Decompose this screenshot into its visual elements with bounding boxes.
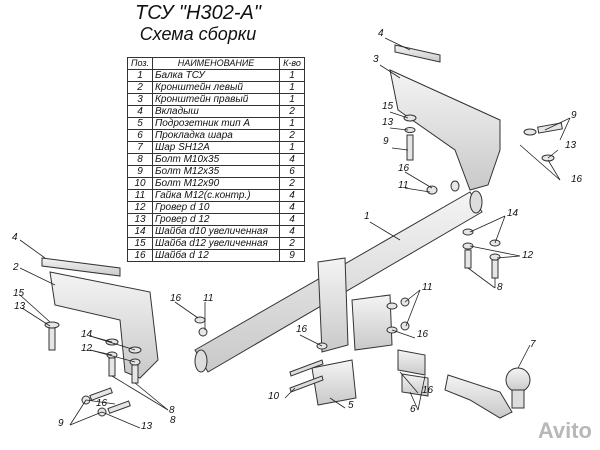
callout-label: 16 [296, 324, 308, 335]
callout-label: 9 [383, 136, 389, 147]
diagram-subtitle: Схема сборки [139, 24, 257, 44]
callout-label: 16 [398, 163, 410, 174]
callout-label: 1 [364, 211, 370, 222]
left-bracket [41, 257, 159, 379]
callout-label: 10 [268, 391, 280, 402]
callout-label: 16 [170, 293, 182, 304]
callout-label: 5 [348, 400, 354, 411]
callout-label: 8 [169, 405, 175, 416]
long-bolts [289, 359, 324, 393]
center-plates [317, 257, 393, 353]
socket-bracket [311, 359, 357, 406]
leader-lines [19, 37, 571, 429]
callout-label: 13 [14, 301, 26, 312]
callout-label: 9 [58, 418, 64, 429]
callout-label: 12 [81, 343, 93, 354]
callout-label: 3 [373, 54, 379, 65]
callout-label: 16 [96, 398, 108, 409]
avito-watermark: Avito [537, 418, 592, 443]
cell-qty: 9 [279, 249, 305, 262]
callout-label: 11 [422, 282, 433, 293]
callout-label: 14 [507, 208, 519, 219]
parts-table-header: Поз. НАИМЕНОВАНИЕ К-во [127, 57, 305, 70]
callout-label: 14 [81, 329, 93, 340]
callout-label: 2 [13, 262, 19, 273]
ball-spacers [397, 349, 429, 397]
callout-label: 15 [382, 101, 394, 112]
callout-label: 4 [12, 232, 18, 243]
tow-ball [444, 367, 531, 419]
callout-label: 9 [571, 110, 577, 121]
callout-label: 16 [571, 174, 583, 185]
diagram-title: ТСУ "Н302-А" [135, 2, 261, 24]
callout-label: 4 [378, 28, 384, 39]
cell-qty: 1 [279, 69, 305, 82]
callout-label: 16 [417, 329, 429, 340]
callout-label: 15 [13, 288, 25, 299]
callout-label: 7 [530, 339, 536, 350]
callout-label: 11 [398, 180, 409, 191]
cell-name: Шайба d 12 [152, 249, 280, 262]
callout-label: 8 [170, 415, 176, 426]
callout-label: 11 [203, 293, 214, 304]
callout-label: 12 [522, 250, 534, 261]
callout-label: 13 [382, 117, 394, 128]
callout-label: 16 [422, 385, 434, 396]
callout-label: 6 [410, 404, 416, 415]
callout-label: 13 [141, 421, 153, 432]
callout-label: 8 [497, 282, 503, 293]
callout-label: 13 [565, 140, 577, 151]
fastener-stacks [44, 114, 563, 417]
